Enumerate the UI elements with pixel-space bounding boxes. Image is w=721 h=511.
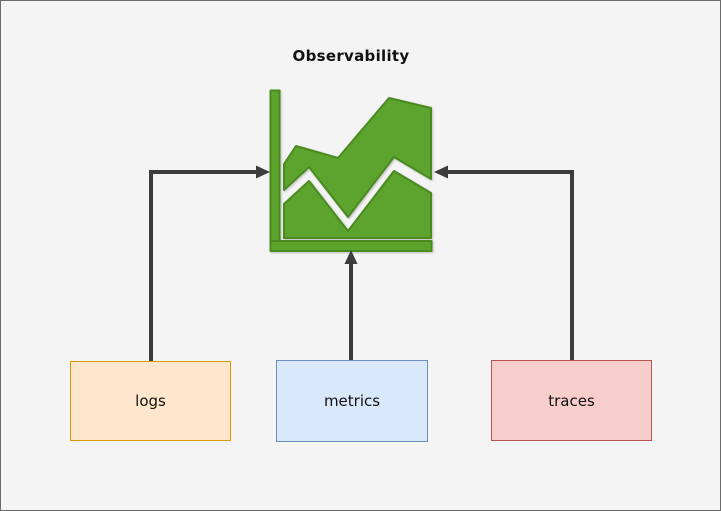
chart-y-axis-bar [269, 89, 281, 252]
arrow-traces-to-chart [434, 165, 574, 361]
node-traces: traces [491, 360, 652, 441]
chart-upper-area [283, 97, 432, 218]
node-metrics-label: metrics [323, 392, 381, 410]
node-logs-label: logs [135, 392, 166, 410]
node-logs: logs [70, 361, 231, 441]
arrow-logs-to-chart [149, 165, 270, 361]
arrowhead-left-icon [434, 165, 448, 179]
chart-lower-area [283, 170, 432, 239]
node-traces-label: traces [548, 391, 595, 410]
diagram-title: Observability [292, 47, 410, 65]
node-metrics: metrics [276, 360, 428, 442]
arrow-metrics-to-chart [344, 250, 358, 360]
area-chart-icon [269, 89, 433, 252]
chart-x-axis-bar [269, 240, 433, 252]
arrowhead-right-icon [256, 165, 270, 179]
